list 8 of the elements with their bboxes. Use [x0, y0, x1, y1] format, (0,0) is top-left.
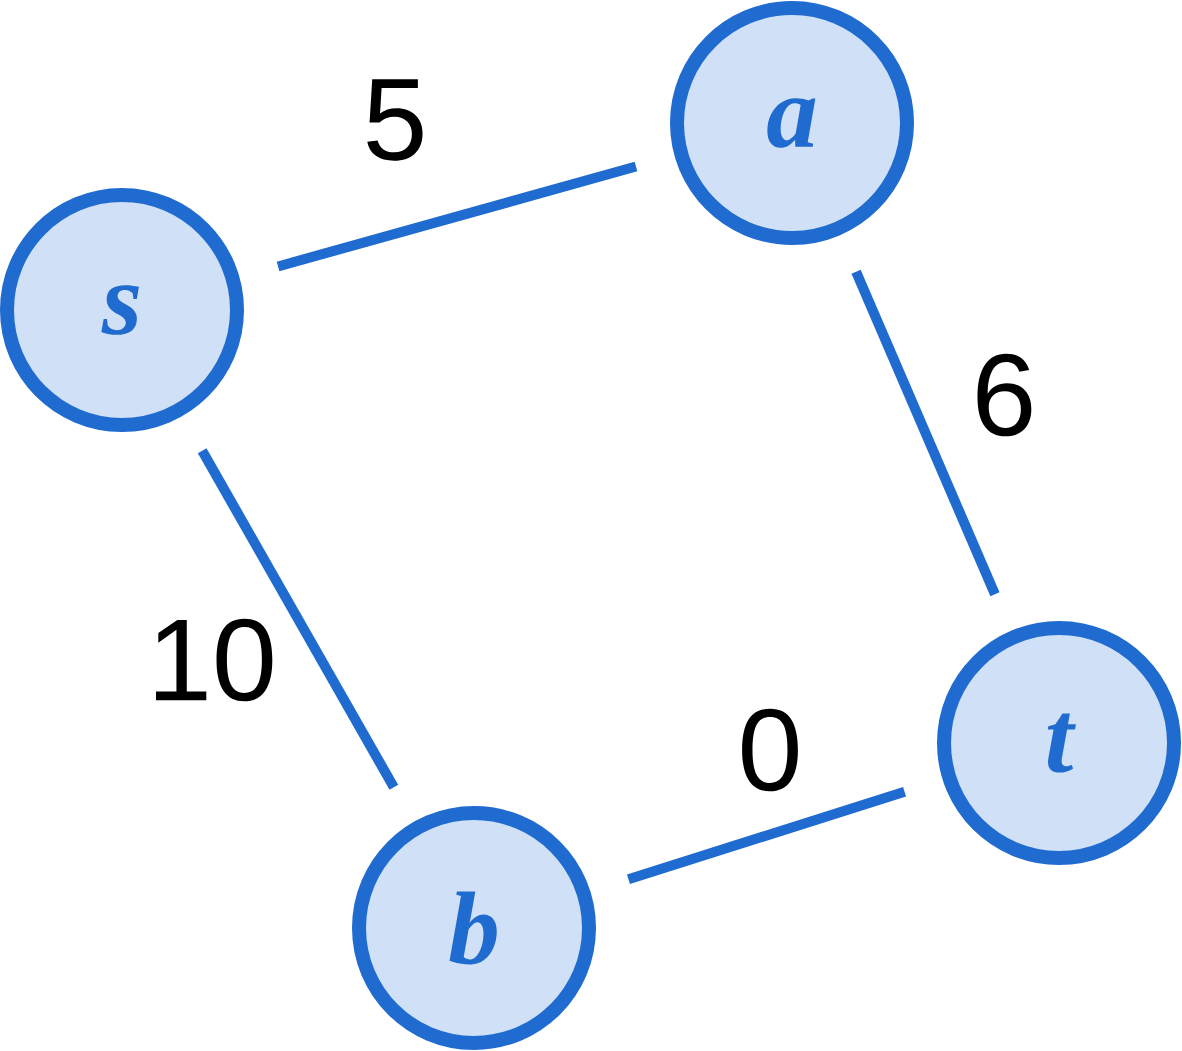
weight-label: 10	[156, 618, 273, 702]
weight-label: 5	[367, 79, 423, 161]
edge-line	[197, 448, 399, 790]
weight-label: 6	[977, 353, 1032, 437]
edge-line	[851, 269, 1000, 597]
edge-line	[276, 161, 638, 272]
weight-label: 0	[742, 708, 798, 792]
edge-line	[626, 787, 907, 884]
